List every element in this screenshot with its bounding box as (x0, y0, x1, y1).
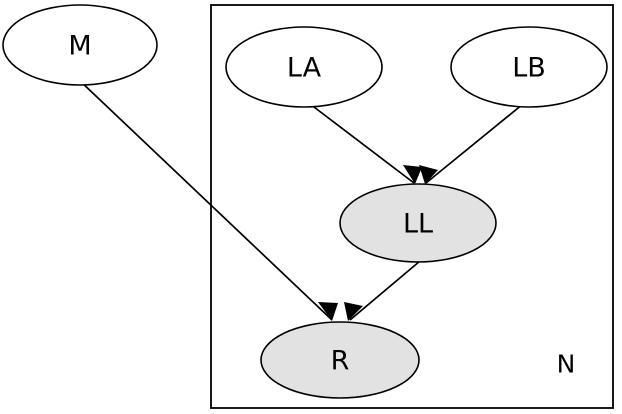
node-r[interactable]: R (260, 321, 420, 399)
node-lb[interactable]: LB (450, 26, 608, 108)
arrowhead-ll-to-r (344, 302, 363, 321)
node-m[interactable]: M (2, 4, 158, 86)
arrowhead-la-to-ll (403, 165, 422, 184)
arrowhead-m-to-r (318, 302, 338, 321)
arrowhead-lb-to-ll (419, 165, 438, 184)
node-ellipse-ll[interactable] (339, 183, 497, 263)
edge-line-m-to-r (77, 78, 333, 321)
edge-la-to-ll (309, 103, 422, 184)
edge-line-lb-to-ll (425, 103, 524, 184)
edge-m-to-r (77, 78, 338, 321)
node-ellipse-r[interactable] (260, 321, 420, 399)
node-ellipse-la[interactable] (225, 26, 383, 108)
edge-line-la-to-ll (309, 103, 415, 184)
plate-label-n: N (557, 350, 576, 379)
node-ellipse-m[interactable] (2, 4, 158, 86)
node-ll[interactable]: LL (339, 183, 497, 263)
edge-lb-to-ll (419, 103, 524, 184)
node-ellipse-lb[interactable] (450, 26, 608, 108)
plate-rectangle-n (210, 4, 614, 409)
edge-ll-to-r (344, 260, 421, 321)
node-la[interactable]: LA (225, 26, 383, 108)
edge-line-ll-to-r (349, 260, 421, 321)
